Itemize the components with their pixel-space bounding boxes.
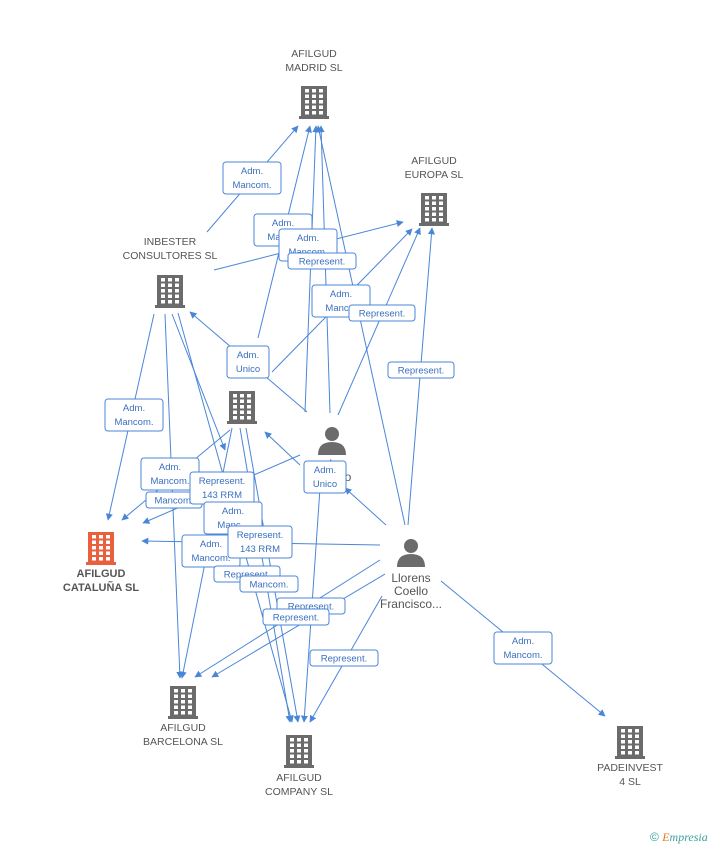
person-label-llorens[interactable]: Francisco... [380,597,442,611]
edge-label[interactable]: Represent. [309,649,379,667]
edge-line-21 [344,487,387,526]
building-icon-company [284,735,314,768]
company-label-europa[interactable]: AFILGUD [411,155,457,167]
edge-label-text: Mancom. [191,553,230,564]
company-label-inbester[interactable]: INBESTER [144,236,197,248]
edge-label-text: 143 RRM [240,544,280,555]
edge-line-7 [315,125,406,526]
company-label-europa[interactable]: EUROPA SL [405,169,464,181]
edge-label-text: Represent. [224,570,270,581]
edge-label-text: Mancom. [150,476,189,487]
company-label-barcelona[interactable]: BARCELONA SL [143,736,223,748]
edge-label-text: Adm. [159,462,181,473]
company-label-company[interactable]: AFILGUD [276,772,322,784]
edge-label[interactable]: Adm. Mancom. [493,631,553,665]
building-icon-cataluna [86,532,116,565]
edge-label[interactable]: Adm. Mancom. [140,457,200,491]
company-label-barcelona[interactable]: AFILGUD [160,722,206,734]
person-icon-llorens [397,539,425,567]
person-label-llorens[interactable]: Coello [394,584,428,598]
edge-label-text: Adm. [237,350,259,361]
edge-label-text: Mancom. [154,496,193,507]
edge-label-text: Adm. [314,465,336,476]
building-icon-asesores [227,391,257,424]
company-label-cataluna[interactable]: AFILGUD [77,568,126,580]
edge-label-text: Unico [313,479,337,490]
edge-label[interactable]: Represent. [348,304,416,322]
edge-label-text: Mancom. [503,650,542,661]
edge-label-text: Adm. [222,506,244,517]
edge-label[interactable]: Adm. Mancom. [222,161,282,195]
edge-label-text: Represent. [288,602,334,613]
person-label-llorens[interactable]: Llorens [391,571,430,585]
edge-label-text: Represent. [199,476,245,487]
brand-name: mpresia [669,830,708,844]
company-label-padeinvest[interactable]: PADEINVEST [597,762,663,774]
building-icon-barcelona [168,686,198,719]
edge-label-text: Represent. [398,366,444,377]
edge-label-text: Adm. [241,166,263,177]
edge-label[interactable]: Adm. Mancom. [104,398,164,432]
building-icon-padeinvest [615,726,645,759]
edge-line-11 [171,313,226,451]
edge-label[interactable]: Represent. [387,361,455,379]
edge-label-text: Adm. [297,233,319,244]
edge-label[interactable]: Adm. Unico [303,460,347,494]
company-label-cataluna[interactable]: CATALUÑA SL [63,581,139,594]
company-label-inbester[interactable]: CONSULTORES SL [123,250,218,262]
edge-label-text: Represent. [359,309,405,320]
edge-label-text: Adm. [330,289,352,300]
edge-label[interactable]: Represent. [287,252,357,270]
edge-line-19 [264,431,301,466]
person-icon-gonzalo [318,427,346,455]
building-icon-inbester [155,275,185,308]
company-label-madrid[interactable]: AFILGUD [291,48,337,60]
edge-label[interactable]: Represent. 143 RRM [189,471,255,505]
edge-label-text: Unico [236,364,260,375]
copyright: © Empresia [650,830,708,845]
edge-label[interactable]: Mancom. [239,575,299,593]
edge-label-text: Adm. [512,636,534,647]
edge-label-text: Represent. [321,654,367,665]
company-label-company[interactable]: COMPANY SL [265,786,333,798]
edge-labels: Adm.Mancom.Adm.Manc...Adm.Mancom.Represe… [104,161,553,667]
edge-label-text: Mancom. [249,580,288,591]
edge-label[interactable]: Represent. 143 RRM [227,525,293,559]
building-icon-europa [419,193,449,226]
building-icon-madrid [299,86,329,119]
edge-label-text: Mancom. [232,180,271,191]
edge-label-text: Represent. [273,613,319,624]
edge-label-text: Represent. [237,530,283,541]
copyright-symbol: © [650,830,659,844]
edge-label-text: Mancom. [114,417,153,428]
company-label-madrid[interactable]: MADRID SL [285,62,342,74]
company-label-padeinvest[interactable]: 4 SL [619,776,641,788]
edge-label-text: Adm. [200,539,222,550]
edge-label-text: Adm. [272,218,294,229]
brand-initial: E [662,830,670,844]
edge-label-text: Represent. [299,257,345,268]
edge-label[interactable]: Represent. [262,608,330,626]
edge-label-text: Adm. [123,403,145,414]
edge-label-text: Manc... [325,303,356,314]
edge-label-text: 143 RRM [202,490,242,501]
edge-label[interactable]: Adm. Unico [226,345,270,379]
